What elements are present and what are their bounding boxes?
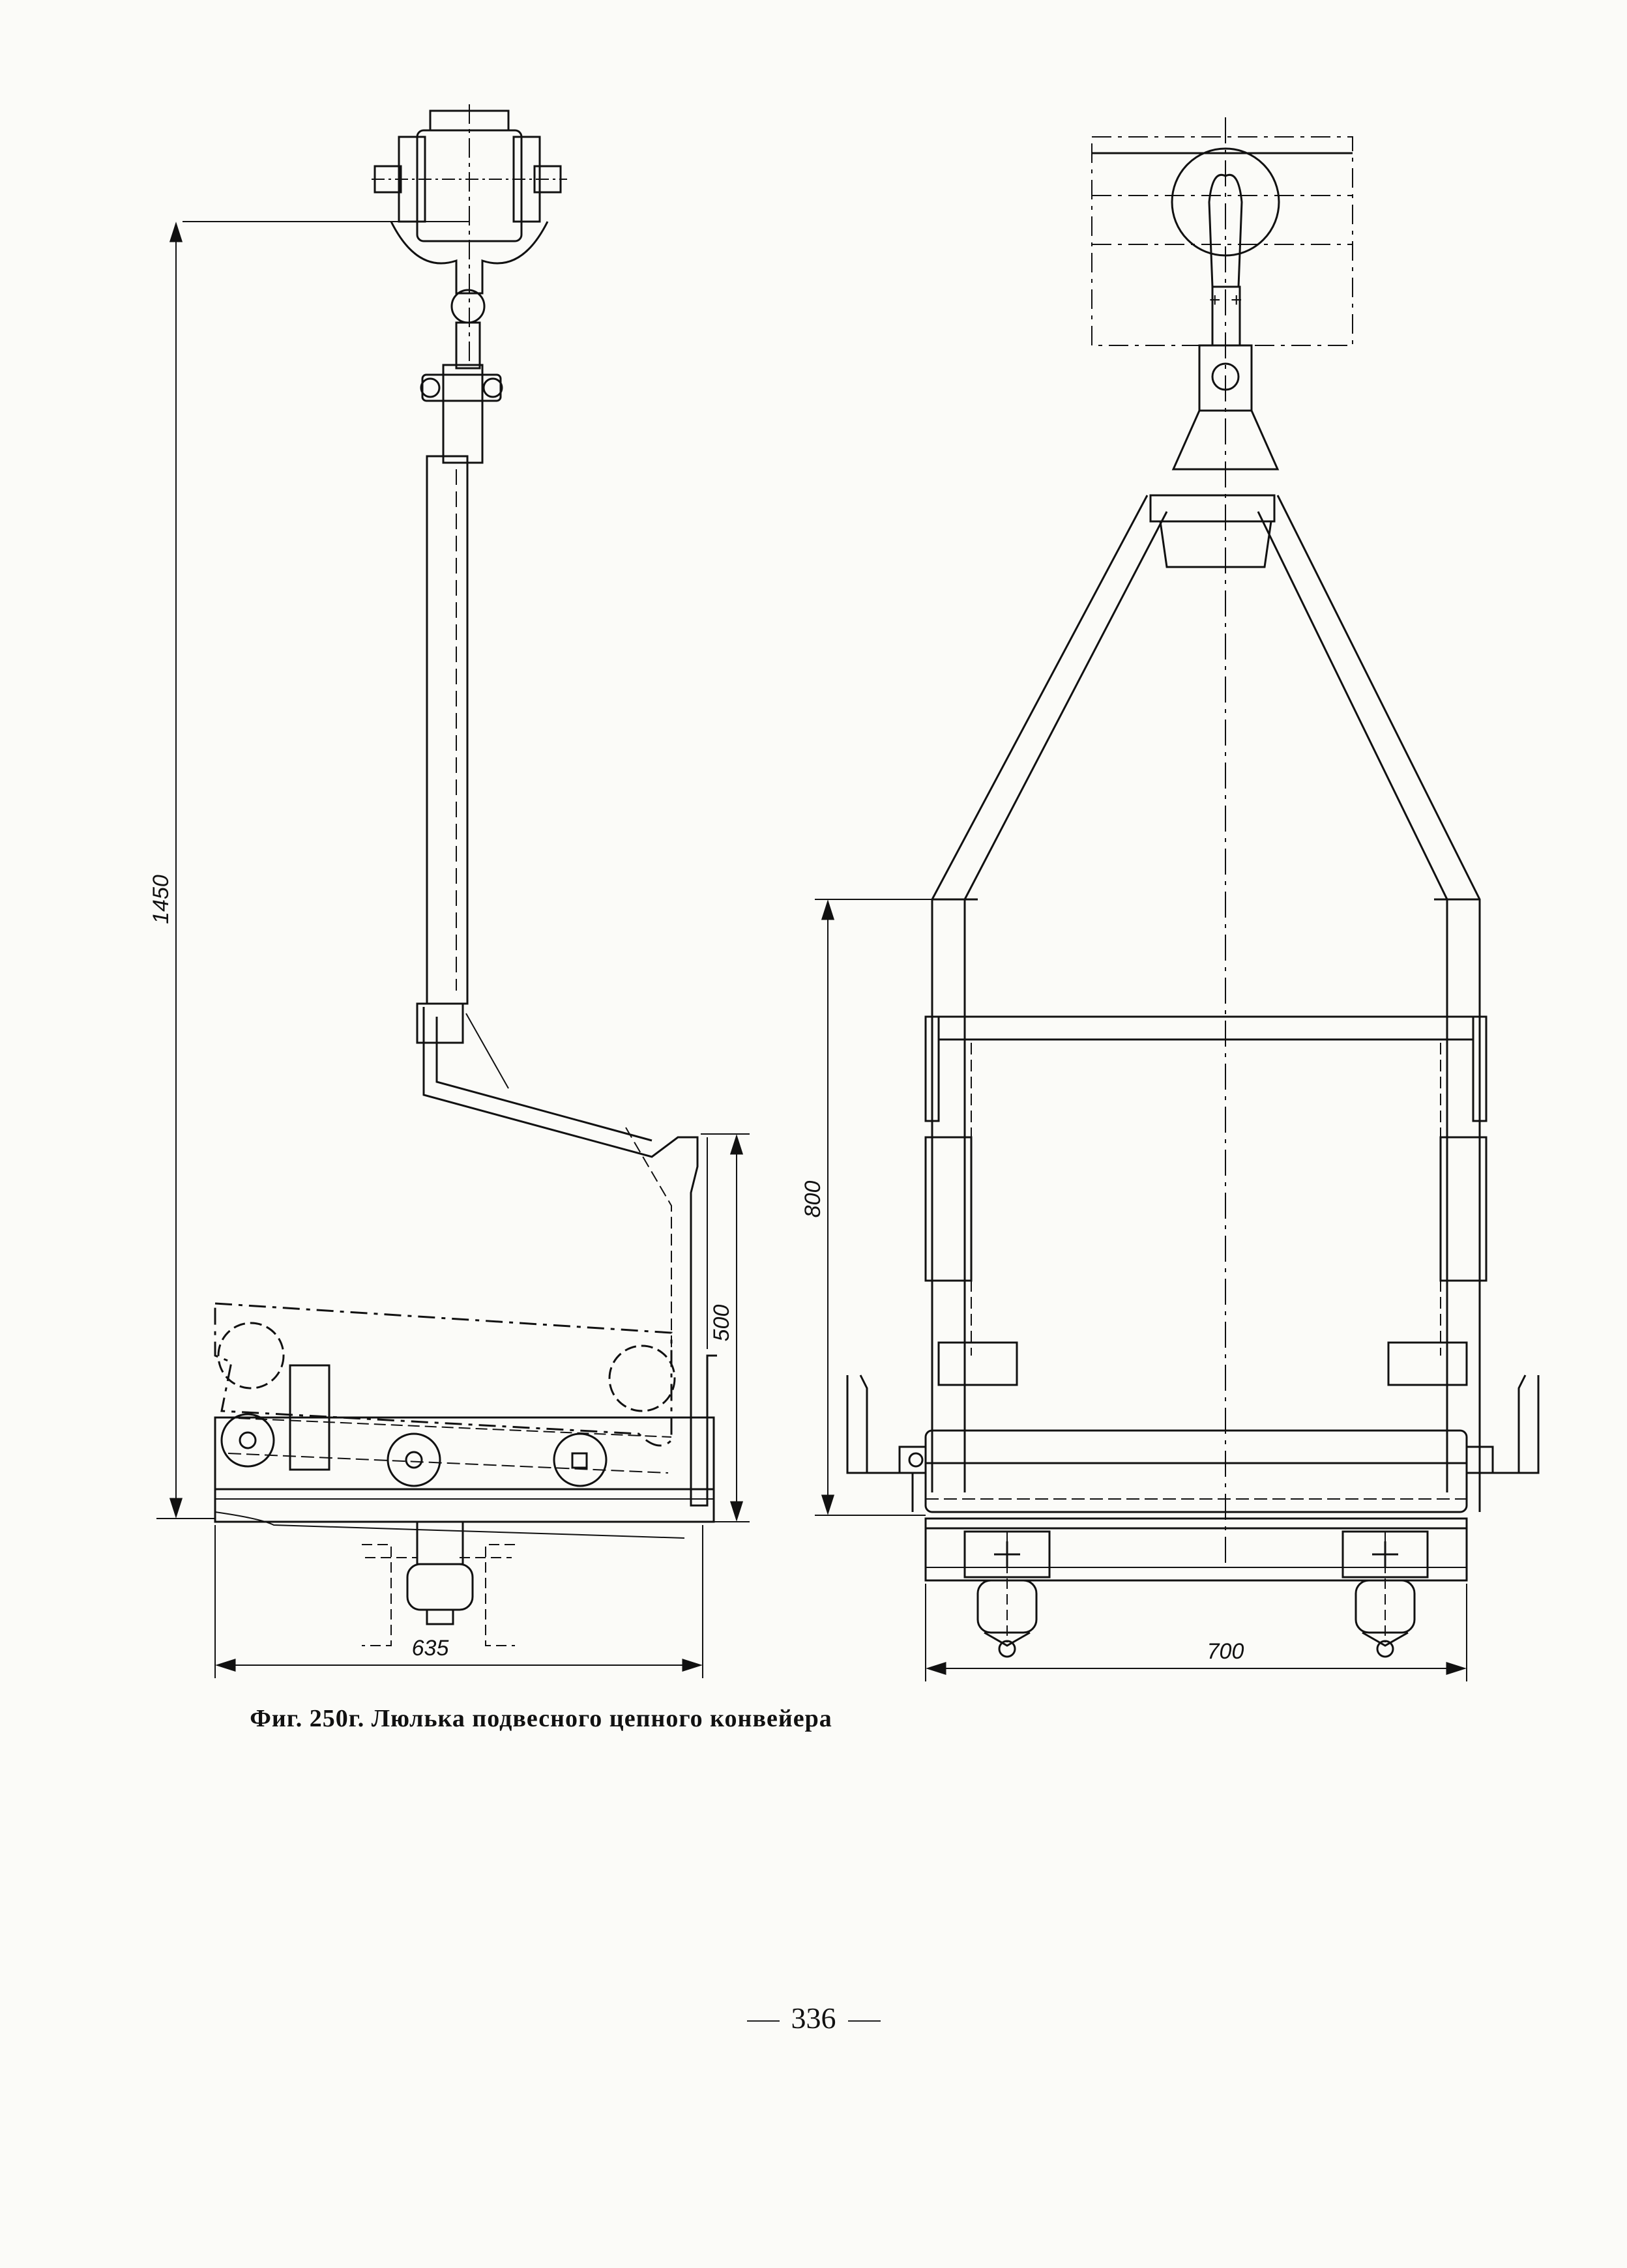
- dimension-800: 800: [800, 899, 932, 1516]
- page-number-dash-right: [847, 2020, 881, 2022]
- svg-text:+: +: [1209, 289, 1221, 311]
- side-hanger-bar: [416, 455, 469, 1044]
- page-number: 336: [791, 2001, 836, 2035]
- side-base: [214, 1413, 715, 1539]
- dimension-1450: 1450: [149, 221, 469, 1519]
- front-base: [924, 1517, 1468, 1642]
- front-clevis: [1171, 344, 1280, 471]
- side-clevis: [420, 364, 503, 464]
- dimension-label-635: 635: [412, 1636, 449, 1661]
- front-track: + +: [1091, 117, 1353, 1564]
- dimension-label-800: 800: [800, 1181, 825, 1218]
- side-basket: [214, 1302, 676, 1471]
- dimension-635: 635: [214, 1525, 703, 1678]
- dimension-700: 700: [925, 1584, 1467, 1681]
- side-bent-frame: [422, 1007, 717, 1507]
- page-number-dash-left: [746, 2020, 780, 2022]
- dimension-500: 500: [701, 1133, 750, 1522]
- dimension-label-500: 500: [709, 1305, 734, 1342]
- front-roller-drum: [898, 1429, 1494, 1513]
- front-crossbars: [924, 1015, 1488, 1356]
- side-view: 1450 500 635: [149, 104, 750, 1678]
- figure-caption: Фиг. 250г. Люлька подвесного цепного кон…: [250, 1705, 832, 1732]
- page-number-line: 336: [0, 2001, 1627, 2035]
- side-trolley: [372, 104, 567, 370]
- side-lower-roller: [362, 1520, 515, 1646]
- dimension-label-1450: 1450: [149, 875, 173, 924]
- front-brackets: [846, 1341, 1540, 1512]
- front-lower-rollers: [976, 1579, 1416, 1658]
- front-view: + +: [800, 117, 1540, 1681]
- dimension-label-700: 700: [1207, 1639, 1244, 1664]
